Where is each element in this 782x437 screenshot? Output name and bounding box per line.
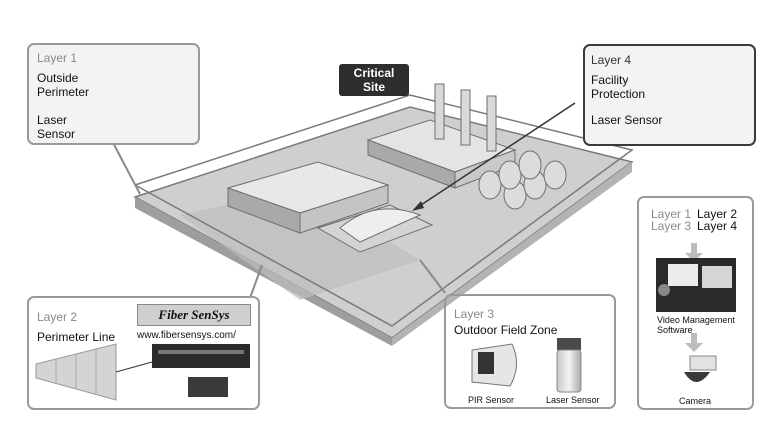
vms-layer2-label: Layer 2 (697, 207, 738, 221)
layer4-panel: Layer 4 Facility Protection Laser Sensor (583, 44, 756, 146)
fiber-controller-icon (152, 344, 250, 397)
vms-layer3-label: Layer 3 (651, 219, 692, 233)
layer1-panel: Layer 1 Outside Perimeter Laser Sensor (27, 43, 200, 145)
factory (366, 83, 517, 189)
vms-layer1-label: Layer 1 (651, 207, 692, 221)
layer3-title: Layer 3 (454, 307, 495, 321)
layer3-subtitle: Outdoor Field Zone (454, 323, 558, 337)
vms-arrow-2 (685, 333, 703, 352)
vms-operator-icon (656, 258, 736, 312)
office-building (226, 161, 390, 234)
vms-arrow-1 (685, 243, 703, 262)
layer1-title: Layer 1 (37, 51, 78, 65)
fibersensys-logo: Fiber SenSys (137, 304, 251, 326)
critical-facility (316, 204, 434, 253)
layer4-arrow (412, 102, 576, 211)
connector-lines (109, 136, 446, 299)
perimeter-fence (134, 94, 634, 327)
layer1-sensor-label: Laser Sensor (37, 113, 76, 141)
storage-tanks (478, 150, 567, 210)
critical-site-badge: Critical Site (339, 64, 409, 96)
layer3-panel: Layer 3 Outdoor Field Zone PIR Sensor La… (444, 294, 616, 409)
pir-sensor-icon (471, 343, 517, 387)
layer4-sensor-label: Laser Sensor (591, 113, 663, 127)
layer2-panel: Layer 2 Perimeter Line www.fibersensys.c… (27, 296, 260, 410)
layer3-laser-sensor-icon (556, 338, 582, 393)
layer4-description: Facility Protection (591, 73, 646, 101)
vms-layer4-label: Layer 4 (697, 219, 738, 233)
pir-sensor-label: PIR Sensor (468, 395, 515, 405)
layer2-title: Layer 2 (37, 310, 78, 324)
camera-label: Camera (679, 396, 712, 406)
layer2-subtitle: Perimeter Line (37, 330, 116, 344)
vms-panel: Layer 1 Layer 2 Layer 3 Layer 4 Video Ma… (637, 196, 754, 410)
layer4-title: Layer 4 (591, 53, 632, 67)
layer3-laser-sensor-label: Laser Sensor (546, 395, 600, 405)
dome-camera-icon (684, 355, 717, 382)
perimeter-line-graphic (35, 343, 153, 401)
vms-software-label: Video Management Software (657, 315, 735, 335)
fibersensys-url: www.fibersensys.com/ (137, 330, 236, 341)
layer1-description: Outside Perimeter (37, 71, 90, 99)
